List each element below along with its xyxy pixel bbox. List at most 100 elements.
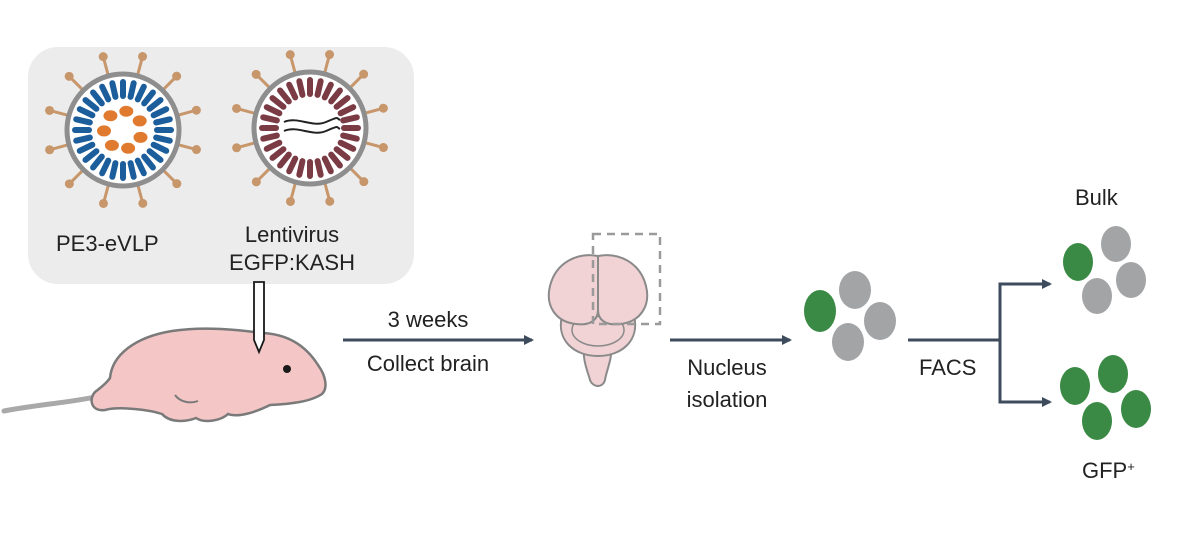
brain	[547, 232, 662, 387]
capsid-protein	[150, 106, 170, 119]
capsid-protein	[134, 157, 147, 177]
spike-tip	[378, 103, 388, 113]
capsid-protein	[120, 79, 126, 99]
collect-brain-label: Collect brain	[366, 351, 490, 376]
rna-genome	[283, 126, 341, 134]
capsid-protein	[120, 161, 126, 181]
capsid-protein	[307, 159, 313, 179]
prime-editor-cargo	[132, 115, 147, 127]
capsid-protein	[82, 97, 100, 112]
capsid-protein	[260, 132, 280, 142]
capsid-protein	[314, 78, 324, 98]
gfp-nucleus	[1063, 243, 1093, 281]
isolated-nuclei	[804, 271, 896, 361]
capsid-protein	[296, 158, 306, 178]
spike-tip	[138, 198, 148, 208]
spike-tip	[172, 71, 182, 81]
capsid-protein	[307, 77, 313, 97]
capsid-protein	[277, 151, 292, 169]
spike-tip	[232, 103, 242, 113]
capsid-protein	[73, 116, 93, 126]
spike-tip	[378, 143, 388, 153]
gfp-label-text: GFP	[1082, 458, 1128, 483]
prime-editor-cargo	[133, 131, 148, 143]
capsid-protein	[154, 127, 174, 133]
spike-tip	[232, 143, 242, 153]
capsid-protein	[260, 114, 280, 124]
capsid-protein	[328, 151, 343, 169]
capsid-protein	[321, 81, 334, 101]
step-duration-label: 3 weeks	[387, 307, 469, 332]
capsid-protein	[90, 89, 105, 107]
capsid-protein	[150, 141, 170, 154]
capsid-protein	[333, 95, 351, 110]
spike-tip	[138, 52, 148, 62]
capsid-protein	[314, 158, 324, 178]
spike-tip	[285, 196, 295, 206]
bulk-label: Bulk	[1075, 185, 1118, 210]
capsid-protein	[141, 89, 156, 107]
spike-tip	[325, 50, 335, 60]
capsid-protein	[286, 155, 299, 175]
gfp-superscript: +	[1127, 459, 1135, 474]
capsid-protein	[153, 116, 173, 126]
spike-tip	[251, 177, 261, 187]
egfp-kash-label: EGFP:KASH	[229, 250, 355, 275]
capsid-protein	[82, 148, 100, 163]
prime-editor-cargo	[104, 139, 119, 151]
capsid-protein	[99, 83, 112, 103]
gfp-nucleus	[1082, 402, 1112, 440]
spike-tip	[172, 179, 182, 189]
capsid-protein	[109, 80, 119, 100]
capsid-protein	[340, 132, 360, 142]
capsid-protein	[127, 80, 137, 100]
lentivirus-label: Lentivirus	[244, 222, 340, 247]
nucleus-label: Nucleus	[687, 355, 767, 380]
capsid-protein	[73, 134, 93, 144]
left-hemisphere	[547, 254, 599, 326]
isolation-label: isolation	[686, 387, 768, 412]
capsid-protein	[263, 139, 283, 152]
prime-editor-cargo	[97, 125, 112, 137]
capsid-protein	[146, 148, 164, 163]
gfp-nucleus	[1098, 355, 1128, 393]
spike-tip	[325, 196, 335, 206]
lentivirus-particle	[232, 50, 388, 206]
spike-tip	[191, 105, 201, 115]
capsid-protein	[269, 95, 287, 110]
prime-editor-cargo	[119, 105, 134, 117]
spike-tip	[64, 71, 74, 81]
spike-tip	[359, 69, 369, 79]
capsid-protein	[321, 155, 334, 175]
capsid-protein	[340, 114, 360, 124]
capsid-protein	[263, 104, 283, 117]
gfp-nucleus	[1060, 367, 1090, 405]
mouse-body	[90, 327, 327, 423]
plain-nucleus	[839, 271, 871, 309]
capsid-protein	[269, 146, 287, 161]
capsid-protein	[127, 160, 137, 180]
spike-tip	[45, 145, 55, 155]
capsid-protein	[277, 87, 292, 105]
capsid-protein	[328, 87, 343, 105]
capsid-protein	[109, 160, 119, 180]
capsid-protein	[296, 78, 306, 98]
spike-tip	[285, 50, 295, 60]
gfp-nucleus	[1121, 390, 1151, 428]
plain-nucleus	[1082, 278, 1112, 314]
spike-tip	[251, 69, 261, 79]
facs-label: FACS	[919, 355, 977, 380]
prime-editor-cargo	[121, 142, 136, 154]
rna-genome	[283, 117, 341, 125]
cerebellum	[559, 315, 637, 358]
capsid-protein	[134, 83, 147, 103]
membrane	[64, 71, 182, 189]
pe3-evlp-particle	[45, 52, 201, 208]
capsid-protein	[90, 153, 105, 171]
sampling-region-box	[591, 232, 662, 326]
mouse-pup	[1, 327, 327, 423]
capsid-protein	[146, 97, 164, 112]
capsid-protein	[76, 106, 96, 119]
spike-tip	[191, 145, 201, 155]
plain-nucleus	[864, 302, 896, 340]
